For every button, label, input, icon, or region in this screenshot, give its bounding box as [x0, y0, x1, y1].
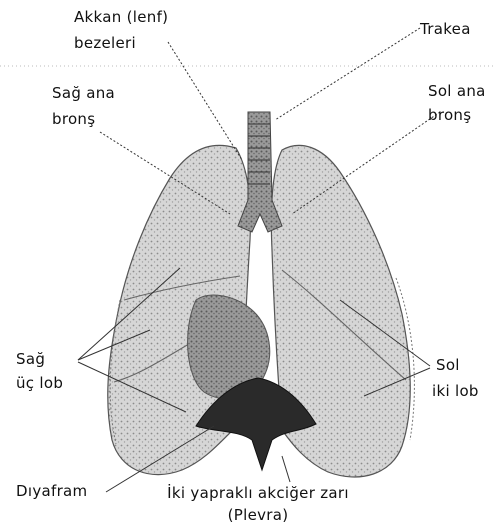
label-diyafram: Dıyafram — [16, 482, 87, 500]
leader-plevra — [282, 456, 290, 482]
label-sol-bronj-line1: Sol ana — [428, 82, 486, 100]
leader-akkan — [168, 42, 242, 160]
label-trakea: Trakea — [420, 20, 471, 38]
label-sag-bronj-line2: bronş — [52, 110, 95, 128]
label-sag-lob-line1: Sağ — [16, 350, 45, 368]
label-plevra-line2: (Plevra) — [228, 506, 289, 524]
label-sag-lob-line2: üç lob — [16, 374, 63, 392]
leader-trakea — [275, 28, 420, 120]
label-sol-bronj-line2: bronş — [428, 106, 471, 124]
label-sol-lob-line1: Sol — [436, 356, 460, 374]
label-akkan-line2: bezeleri — [74, 34, 136, 52]
label-plevra-line1: İki yapraklı akciğer zarı — [167, 484, 349, 502]
label-sol-lob-line2: iki lob — [432, 382, 479, 400]
label-sag-bronj-line1: Sağ ana — [52, 84, 115, 102]
label-akkan-line1: Akkan (lenf) — [74, 8, 168, 26]
